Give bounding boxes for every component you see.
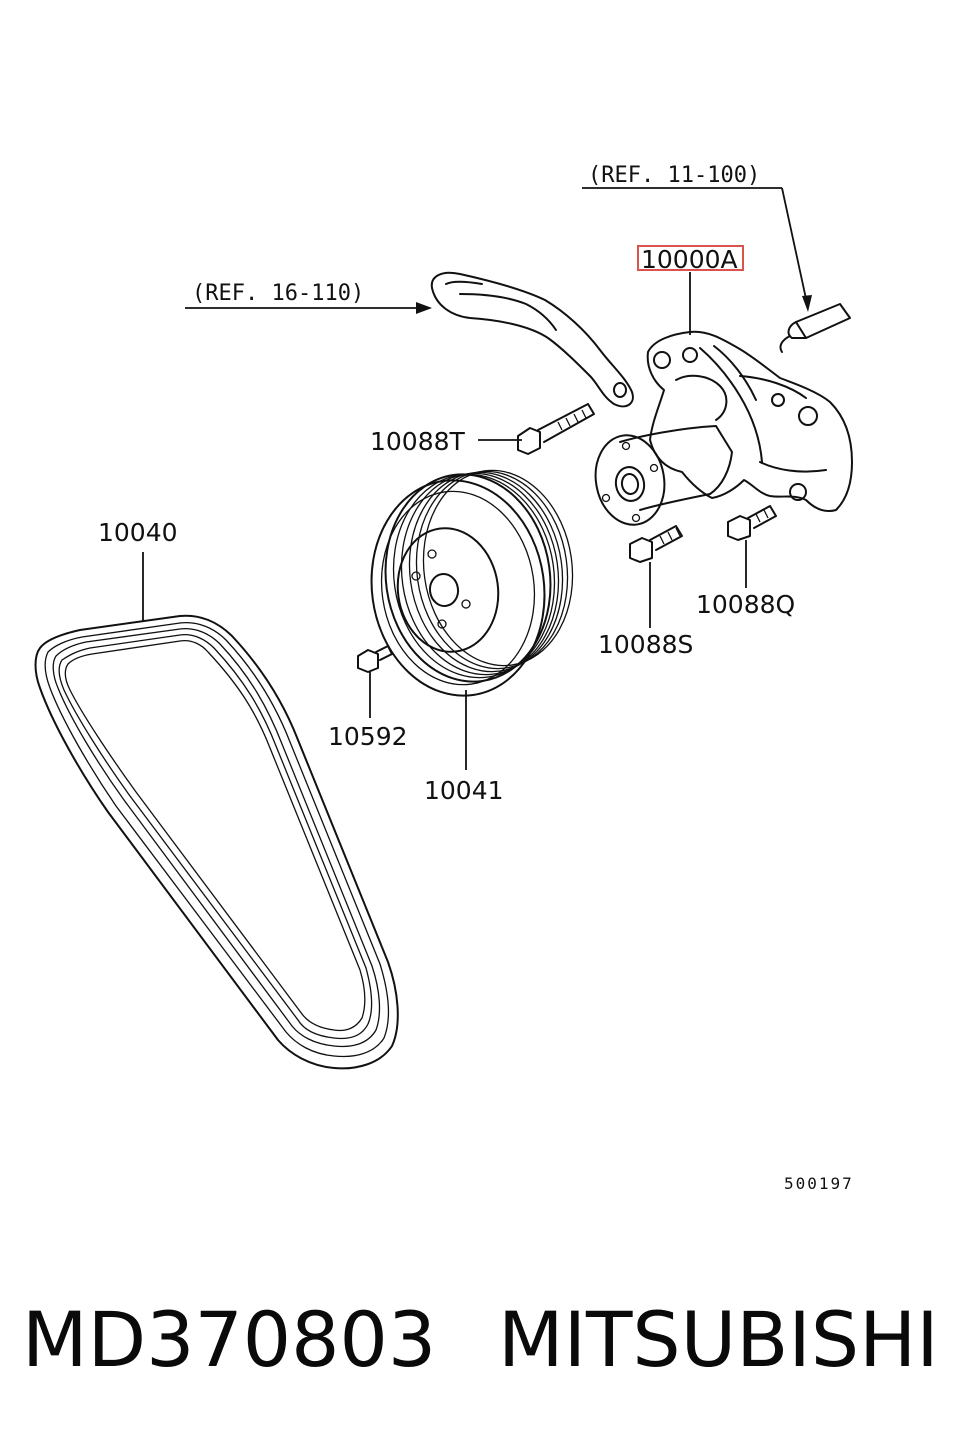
bolt-t-icon — [517, 403, 595, 455]
bolt-s-icon — [629, 525, 683, 563]
ref-11-100-leader — [781, 187, 809, 309]
bolt-s-callout: 10088S — [598, 630, 693, 659]
water-pump-callout-highlight — [637, 245, 744, 271]
pulley-bolt-callout: 10592 — [328, 722, 408, 751]
water-pump-icon — [594, 330, 853, 526]
ref-11-100-arrowhead — [802, 295, 812, 312]
pulley-callout: 10041 — [424, 776, 504, 805]
ref-11-100-label: (REF. 11-100) — [588, 163, 760, 188]
belt-callout: 10040 — [98, 518, 178, 547]
bolt-q-callout: 10088Q — [696, 590, 795, 619]
water-pump-callout: 10000A — [641, 245, 738, 274]
bolt-q-icon — [727, 505, 777, 541]
drive-belt-icon — [34, 614, 399, 1070]
brand-name: MITSUBISHI — [498, 1295, 939, 1384]
ref-16-110-label: (REF. 16-110) — [192, 281, 364, 306]
illustration-number: 500197 — [784, 1174, 854, 1193]
ref-16-110-arrowhead — [416, 302, 432, 314]
bracket-icon — [430, 271, 634, 408]
sealant-tube-icon — [779, 303, 851, 353]
footer-caption: MD370803 MITSUBISHI — [0, 1290, 960, 1390]
pulley-bolt-icon — [357, 645, 393, 673]
pulley-icon — [370, 469, 574, 697]
part-number: MD370803 — [22, 1295, 437, 1384]
bolt-t-callout: 10088T — [370, 427, 466, 456]
